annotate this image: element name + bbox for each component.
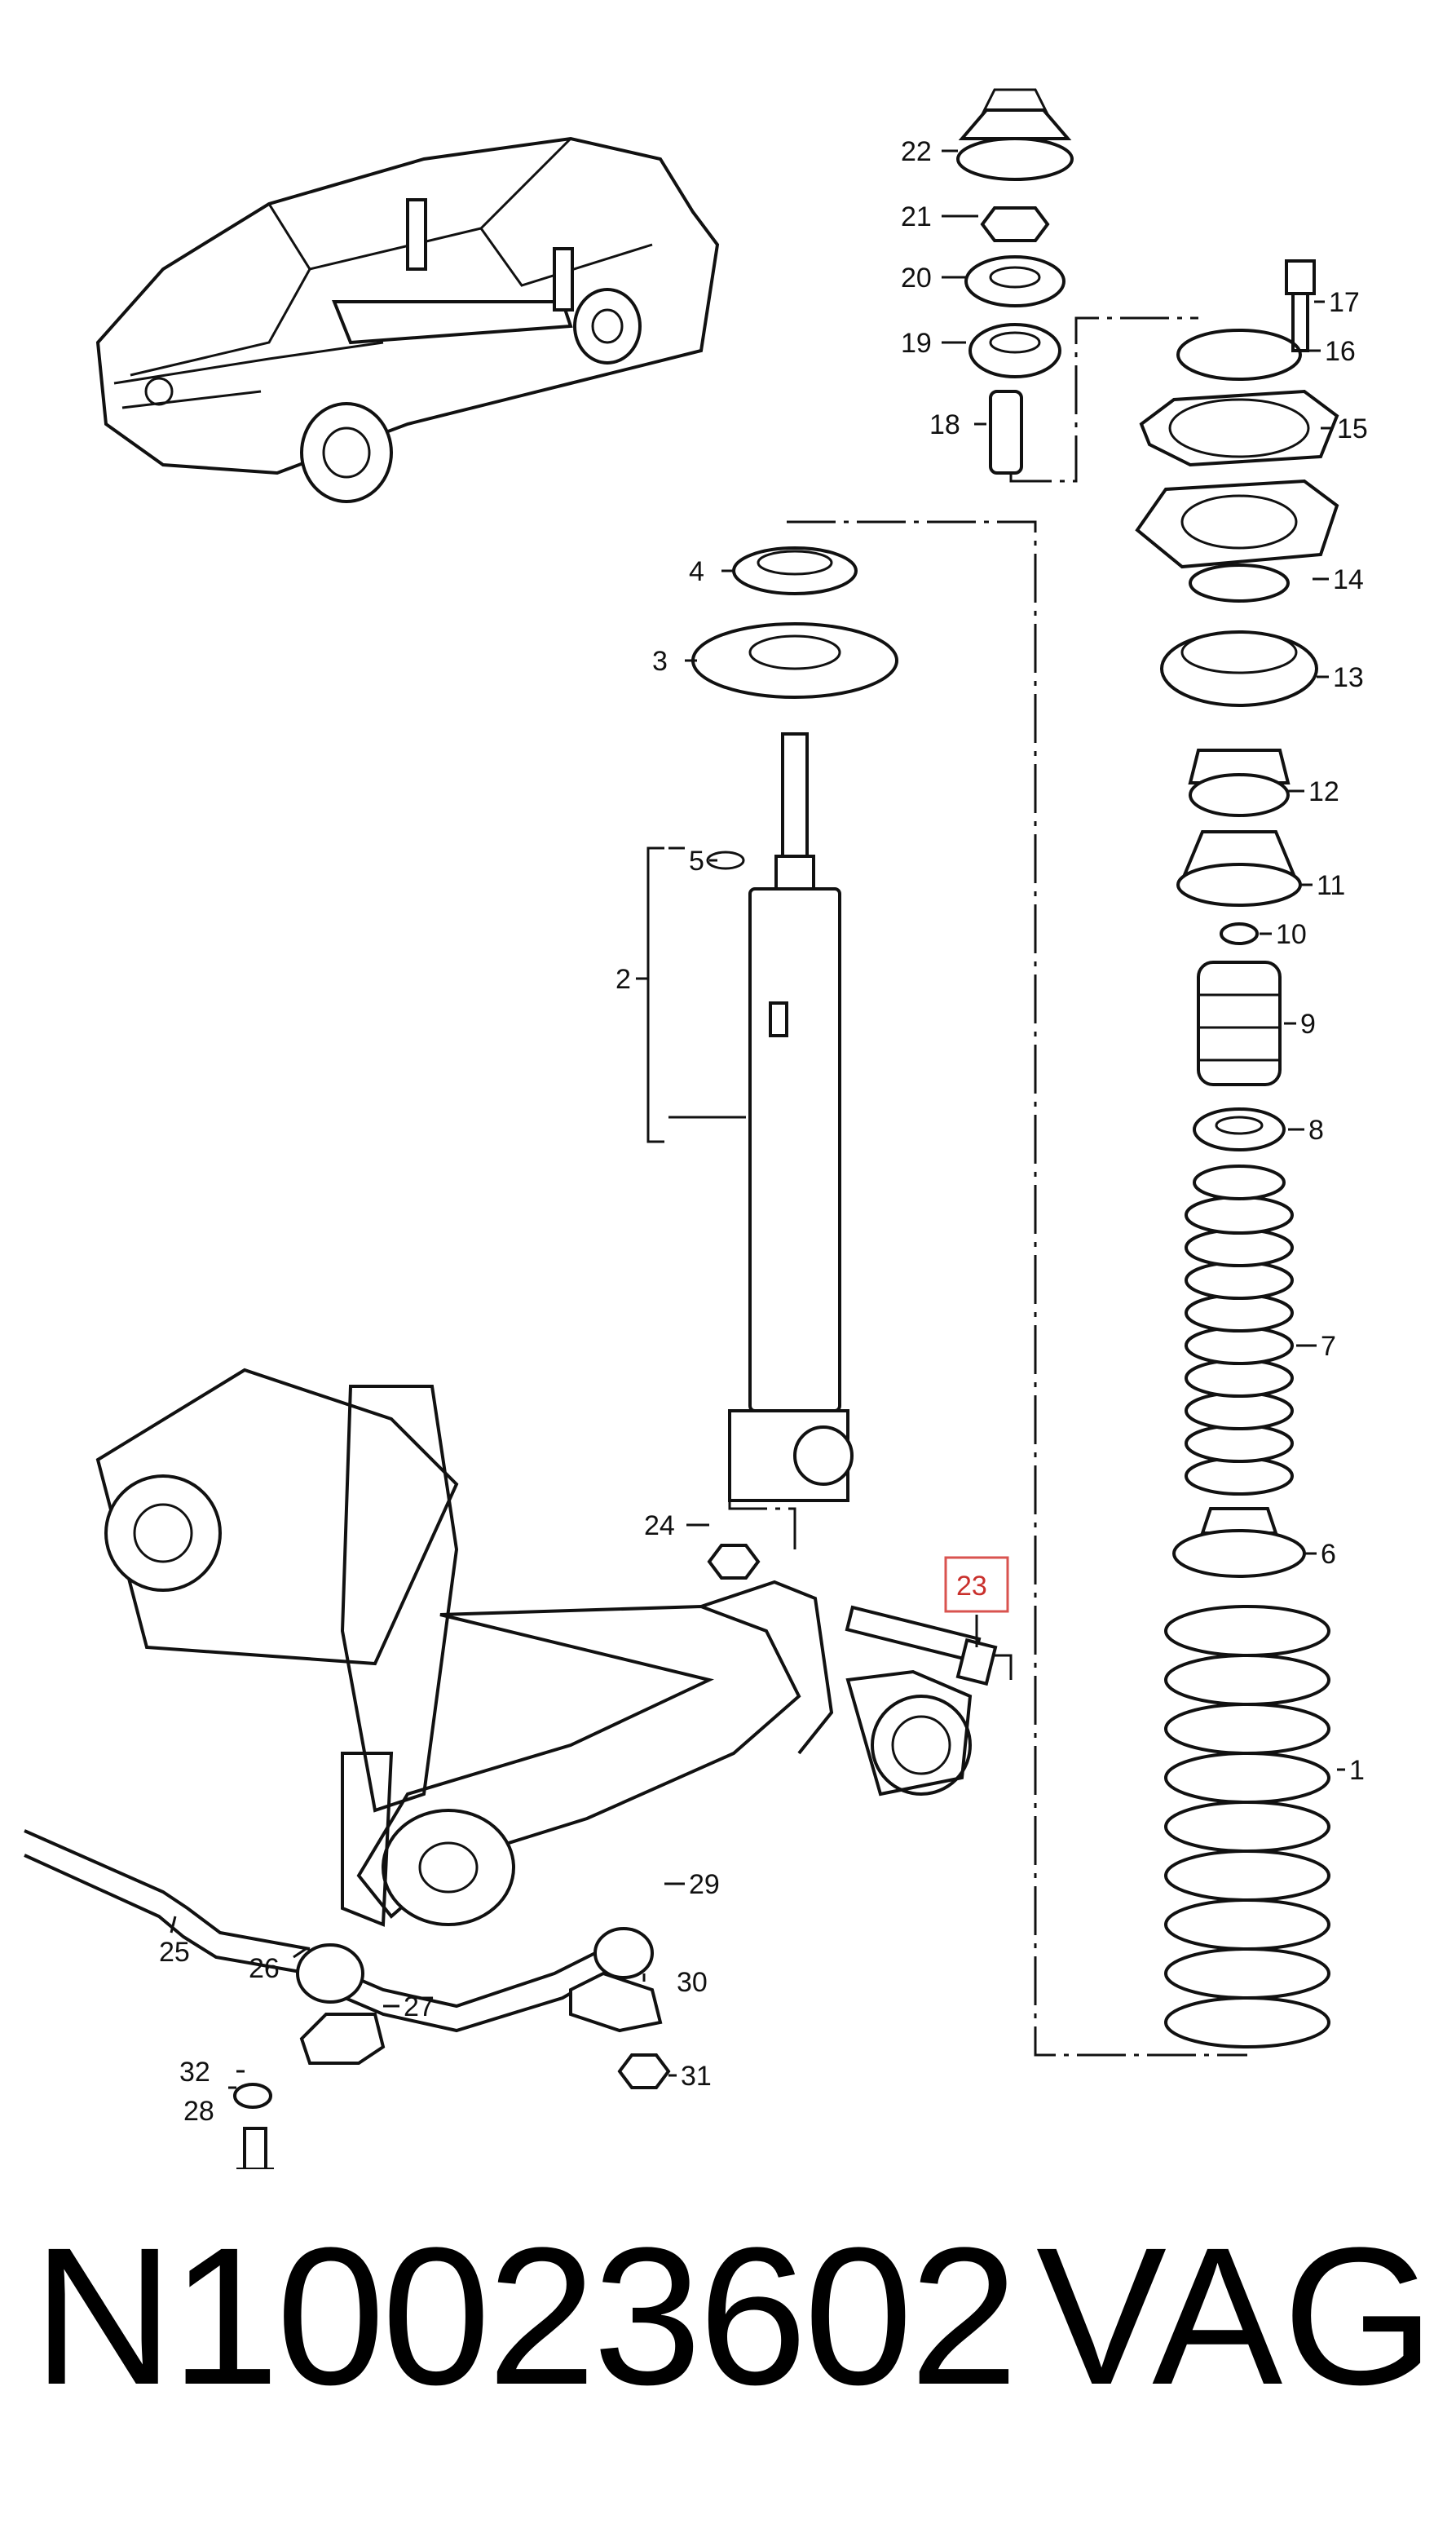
callout-12: 12 (1308, 776, 1339, 807)
car-illustration (95, 136, 720, 503)
callout-26: 26 (249, 1953, 280, 1984)
callout-7: 7 (1321, 1331, 1336, 1362)
exploded-suspension-diagram: 1 2 3 4 5 6 7 8 9 10 11 12 13 14 15 16 1… (24, 88, 1368, 2169)
callout-19: 19 (901, 328, 932, 359)
callout-23-highlight (944, 1556, 1009, 1613)
axle-assembly (95, 1368, 998, 1927)
callout-22: 22 (901, 136, 932, 167)
callout-13: 13 (1333, 662, 1364, 693)
callout-5: 5 (689, 846, 704, 877)
callout-20: 20 (901, 263, 932, 294)
callout-21: 21 (901, 201, 932, 232)
callout-16: 16 (1325, 336, 1356, 367)
callout-27: 27 (404, 1991, 435, 2022)
callout-9: 9 (1300, 1009, 1316, 1040)
callout-1: 1 (1349, 1755, 1365, 1786)
assembly-guides (728, 316, 1247, 2057)
callout-15: 15 (1337, 413, 1368, 444)
bellows-7 (1185, 1165, 1294, 1496)
callout-10: 10 (1276, 919, 1307, 950)
upper-mount-stack (956, 88, 1339, 2048)
callout-17: 17 (1329, 287, 1360, 318)
callout-18: 18 (929, 409, 960, 440)
part-number: N10023602 (33, 2207, 1018, 2425)
callout-25: 25 (159, 1937, 190, 1968)
stabilizer-assembly (24, 1829, 671, 2169)
callout-8: 8 (1308, 1115, 1324, 1146)
callout-29: 29 (689, 1869, 720, 1900)
callout-31: 31 (681, 2061, 712, 2092)
callout-32: 32 (179, 2057, 210, 2088)
coil-spring-1 (1164, 1605, 1330, 2048)
callout-30: 30 (677, 1967, 708, 1998)
callout-6: 6 (1321, 1539, 1336, 1570)
callout-24: 24 (644, 1510, 675, 1541)
shock-absorber (636, 546, 898, 1502)
footer: N10023602 VAG (33, 2202, 1435, 2446)
callout-4: 4 (689, 556, 704, 587)
callout-23: 23 (956, 1571, 987, 1602)
callout-11: 11 (1317, 870, 1345, 901)
leader-lines (170, 149, 1345, 2089)
callout-14: 14 (1333, 564, 1364, 595)
callout-28: 28 (183, 2096, 214, 2127)
callout-3: 3 (652, 646, 668, 677)
callout-2: 2 (615, 964, 631, 995)
callout-labels: 1 2 3 4 5 6 7 8 9 10 11 12 13 14 15 16 1… (159, 136, 1368, 2127)
brand-name: VAG (1035, 2207, 1435, 2425)
